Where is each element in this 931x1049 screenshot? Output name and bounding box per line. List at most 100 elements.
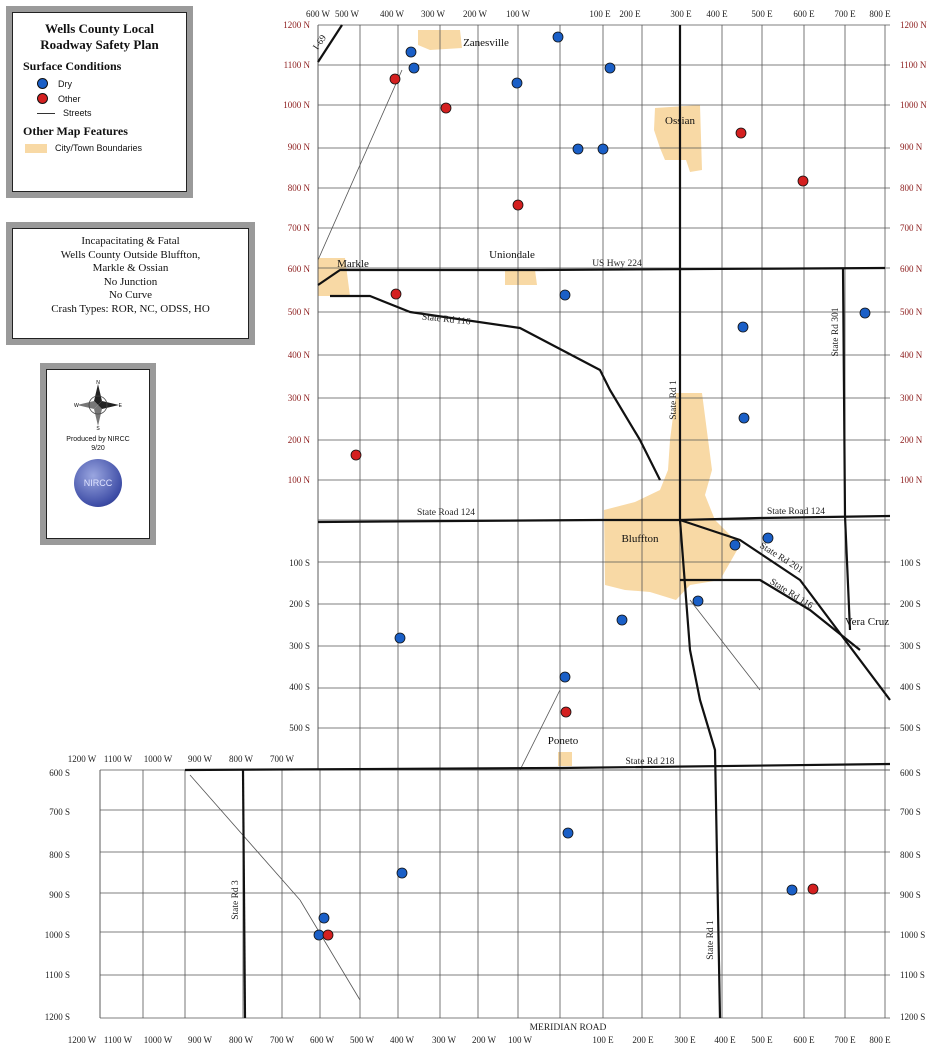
north-label-right: 1000 N [900,100,927,110]
south-label-right: 500 S [900,723,921,733]
place-uniondale: Uniondale [489,249,535,261]
top-x-label: 400 W [380,9,405,19]
crash-filter-info: Incapacitating & Fatal Wells County Outs… [12,228,249,339]
info-line: No Curve [108,289,153,301]
crash-point [738,412,750,424]
south-label-left: 300 S [289,641,310,651]
info-line: Wells County Outside Bluffton, [60,248,201,261]
south-label-left: 800 S [49,850,70,860]
top-x-label: 100 E [589,9,611,19]
north-label-left: 700 N [288,223,311,233]
label-sr1-north: State Rd 1 [669,380,679,420]
crash-point [807,883,819,895]
map-legend: Wells County Local Roadway Safety Plan S… [12,12,187,192]
top-x-label: 100 W [506,9,531,19]
north-label-right: 200 N [900,435,923,445]
north-label-left: 100 N [288,475,311,485]
state-rd-116-east [680,578,861,651]
crash-point [735,127,747,139]
crash-point [562,827,574,839]
city-boundaries [318,30,740,766]
highways [184,24,891,1019]
crash-point [396,867,408,879]
south-label-right: 400 S [900,682,921,692]
crash-point [408,62,420,74]
state-rd-1 [678,25,722,1019]
north-label-left: 800 N [288,183,311,193]
south-label-left: 500 S [289,723,310,733]
place-markle: Markle [337,258,369,270]
crash-point [797,175,809,187]
bottom-x-label: 400 E [714,1035,736,1045]
city-boundary-icon [25,143,47,153]
top-x-label: 700 E [834,9,856,19]
south-label-left: 400 S [289,682,310,692]
crash-point [405,46,417,58]
bottom-x-label: 1200 W [68,1035,97,1045]
bottom-x-label: 200 E [632,1035,654,1045]
north-label-right: 400 N [900,350,923,360]
south-label-right: 1200 S [900,1012,925,1022]
north-label-right: 100 N [900,475,923,485]
north-label-left: 300 N [288,393,311,403]
other-dot-icon [37,93,48,104]
state-rd-218 [184,762,891,772]
bottom-x-label: 700 W [270,1035,295,1045]
place-zanesville: Zanesville [463,37,509,49]
top-x-label: 500 E [751,9,773,19]
legend-city: City/Town Boundaries [25,143,176,153]
north-label-right: 1100 N [900,60,927,70]
state-rd-301 [841,267,852,631]
crash-point [552,31,564,43]
crash-point [692,595,704,607]
us-hwy-224 [317,266,886,286]
label-sr116-east: State Rd 116 [768,577,815,611]
bottom-x-label: 500 W [350,1035,375,1045]
north-label-left: 1200 N [283,20,310,30]
south-label-left: 1200 S [45,1012,70,1022]
legend-other: Other [37,93,176,104]
south-label-left: 900 S [49,890,70,900]
south-label-right: 1100 S [900,970,925,980]
ossian-boundary [654,105,702,172]
crash-point [786,884,798,896]
producer-badge: N S E W Produced by NIRCC 9/20 NIRCC [46,369,150,539]
crash-point [318,912,330,924]
street-network [99,24,890,1019]
dry-dot-icon [37,78,48,89]
info-line: Crash Types: ROR, NC, ODSS, HO [51,302,210,315]
markle-boundary [318,258,350,296]
mid-x-label: 800 W [229,754,254,764]
state-rd-116-west [330,294,661,481]
north-label-left: 600 N [288,264,311,274]
bottom-x-label: 900 W [188,1035,213,1045]
bottom-x-label: 1100 W [104,1035,133,1045]
info-line: Markle & Ossian [92,262,169,274]
uniondale-boundary [505,270,537,285]
bottom-x-label: 800 E [869,1035,891,1045]
state-rd-201 [679,518,891,701]
legend-streets: Streets [37,108,176,118]
nircc-logo: NIRCC [74,459,122,507]
place-ossian: Ossian [665,115,695,127]
compass-rose-icon: N S E W [74,380,123,432]
compass-e: E [119,403,123,409]
north-label-left: 1100 N [284,60,311,70]
street [189,774,301,901]
bottom-x-label: 800 W [229,1035,254,1045]
info-line: No Junction [103,275,158,288]
crash-point [511,77,523,89]
south-label-right: 200 S [900,599,921,609]
mid-x-label: 1100 W [104,754,133,764]
crash-point [729,539,741,551]
north-label-right: 600 N [900,264,923,274]
label-meridian: MERIDIAN ROAD [530,1023,607,1033]
produced-by: Produced by NIRCC [66,436,130,443]
label-sr116-west: State Rd 116 [421,312,471,327]
crash-point [389,73,401,85]
top-x-label: 600 W [306,9,331,19]
compass-s: S [96,426,100,430]
label-sr124-east: State Road 124 [767,507,825,517]
crash-point [390,288,402,300]
label-sr301: State Rd 301 [831,307,841,356]
